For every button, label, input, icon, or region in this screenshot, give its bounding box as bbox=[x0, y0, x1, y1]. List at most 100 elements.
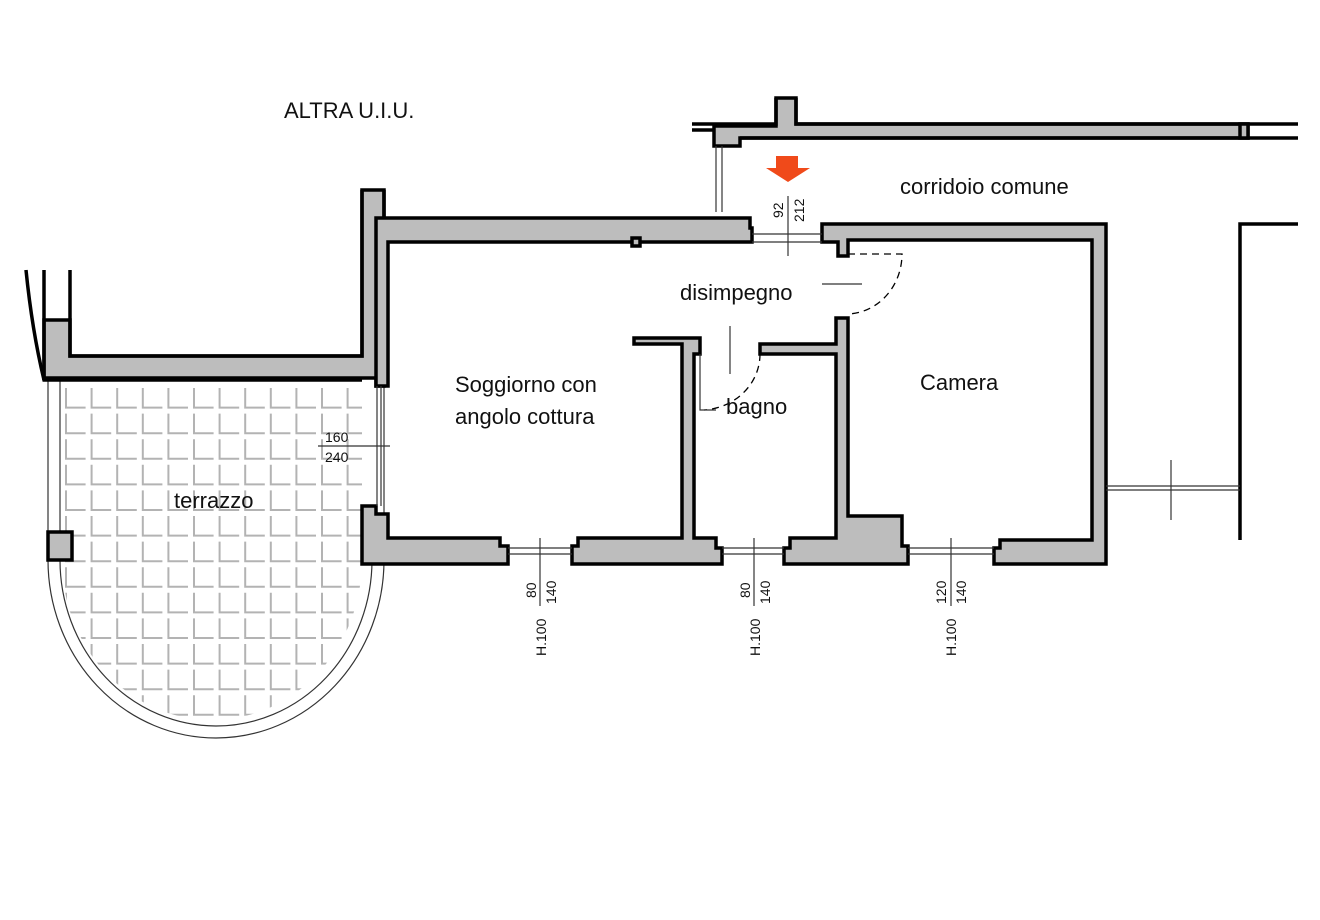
tile bbox=[116, 490, 137, 511]
tile bbox=[218, 669, 240, 691]
tile bbox=[66, 721, 86, 741]
tile bbox=[167, 516, 188, 537]
tile bbox=[141, 541, 163, 563]
tile bbox=[90, 464, 112, 486]
openings bbox=[318, 196, 994, 606]
tile bbox=[141, 388, 163, 409]
tile bbox=[295, 592, 316, 614]
tile bbox=[244, 695, 265, 716]
entrance-door bbox=[752, 196, 822, 256]
entrance-arrow-icon bbox=[766, 156, 810, 182]
tile bbox=[269, 618, 291, 639]
tile bbox=[167, 669, 188, 691]
tile bbox=[116, 592, 137, 614]
tile bbox=[116, 439, 137, 460]
tile bbox=[269, 669, 291, 691]
dim-living-window-height: 140 bbox=[543, 580, 559, 604]
tile bbox=[295, 413, 316, 435]
tile bbox=[269, 388, 291, 409]
tile bbox=[90, 516, 112, 537]
tile bbox=[346, 669, 362, 691]
tile bbox=[65, 490, 86, 511]
bathroom-door bbox=[699, 326, 761, 411]
dim-living-window-sill: H.100 bbox=[533, 618, 549, 656]
label-hall: disimpegno bbox=[680, 280, 793, 305]
tile bbox=[269, 644, 291, 665]
tile bbox=[321, 618, 342, 639]
dim-entrance-width: 92 bbox=[770, 202, 786, 218]
dim-bath-window-sill: H.100 bbox=[747, 618, 763, 656]
tile bbox=[244, 490, 265, 511]
tile bbox=[90, 541, 112, 563]
dim-bath-window-height: 140 bbox=[757, 580, 773, 604]
tile bbox=[321, 464, 342, 486]
terrace-tiles bbox=[65, 388, 368, 741]
tile bbox=[295, 464, 316, 486]
tile bbox=[245, 721, 265, 741]
tile bbox=[218, 490, 240, 511]
tile bbox=[90, 490, 112, 511]
tile bbox=[141, 567, 163, 588]
tile bbox=[193, 618, 214, 639]
tile bbox=[321, 541, 342, 563]
tile bbox=[116, 464, 137, 486]
tile bbox=[218, 592, 240, 614]
tile bbox=[167, 464, 188, 486]
tile bbox=[193, 541, 214, 563]
tile bbox=[218, 388, 240, 409]
tile bbox=[116, 516, 137, 537]
tile bbox=[244, 644, 265, 665]
dim-bedroom-window-sill: H.100 bbox=[943, 618, 959, 656]
label-bathroom: bagno bbox=[726, 394, 787, 419]
label-terrace: terrazzo bbox=[174, 488, 253, 513]
dim-bedroom-window-width: 120 bbox=[933, 580, 949, 604]
tile bbox=[167, 592, 188, 614]
tile bbox=[295, 669, 316, 691]
tile bbox=[141, 669, 163, 691]
tile bbox=[141, 464, 163, 486]
tile bbox=[321, 413, 342, 435]
tile bbox=[321, 490, 342, 511]
tile bbox=[218, 644, 240, 665]
bedroom-window bbox=[908, 538, 994, 606]
tile bbox=[269, 490, 291, 511]
tile bbox=[269, 413, 291, 435]
tile bbox=[321, 644, 342, 665]
tile bbox=[141, 618, 163, 639]
tile bbox=[218, 567, 240, 588]
tile bbox=[193, 439, 214, 460]
tile bbox=[90, 388, 112, 409]
tile bbox=[141, 413, 163, 435]
dim-bath-window-width: 80 bbox=[737, 582, 753, 598]
tile bbox=[116, 644, 137, 665]
dim-living-window-width: 80 bbox=[523, 582, 539, 598]
tile bbox=[244, 439, 265, 460]
tile bbox=[65, 567, 86, 588]
tile bbox=[346, 567, 362, 588]
tile bbox=[167, 439, 188, 460]
tile bbox=[167, 388, 188, 409]
tile bbox=[218, 439, 240, 460]
dim-entrance-height: 212 bbox=[791, 198, 807, 222]
tile bbox=[116, 413, 137, 435]
tile bbox=[65, 439, 86, 460]
tile bbox=[295, 439, 316, 460]
tile bbox=[116, 567, 137, 588]
tile bbox=[321, 592, 342, 614]
tile bbox=[90, 644, 112, 665]
tile bbox=[348, 721, 368, 741]
tile bbox=[193, 669, 214, 691]
tile bbox=[244, 413, 265, 435]
tile bbox=[167, 541, 188, 563]
tile bbox=[269, 439, 291, 460]
tile bbox=[116, 669, 137, 691]
tile bbox=[167, 567, 188, 588]
tile bbox=[346, 592, 362, 614]
tile bbox=[322, 721, 342, 741]
tile bbox=[269, 695, 291, 716]
tile bbox=[167, 490, 188, 511]
bedroom-door bbox=[822, 253, 903, 315]
tile bbox=[244, 669, 265, 691]
tile bbox=[90, 413, 112, 435]
tile bbox=[65, 669, 86, 691]
